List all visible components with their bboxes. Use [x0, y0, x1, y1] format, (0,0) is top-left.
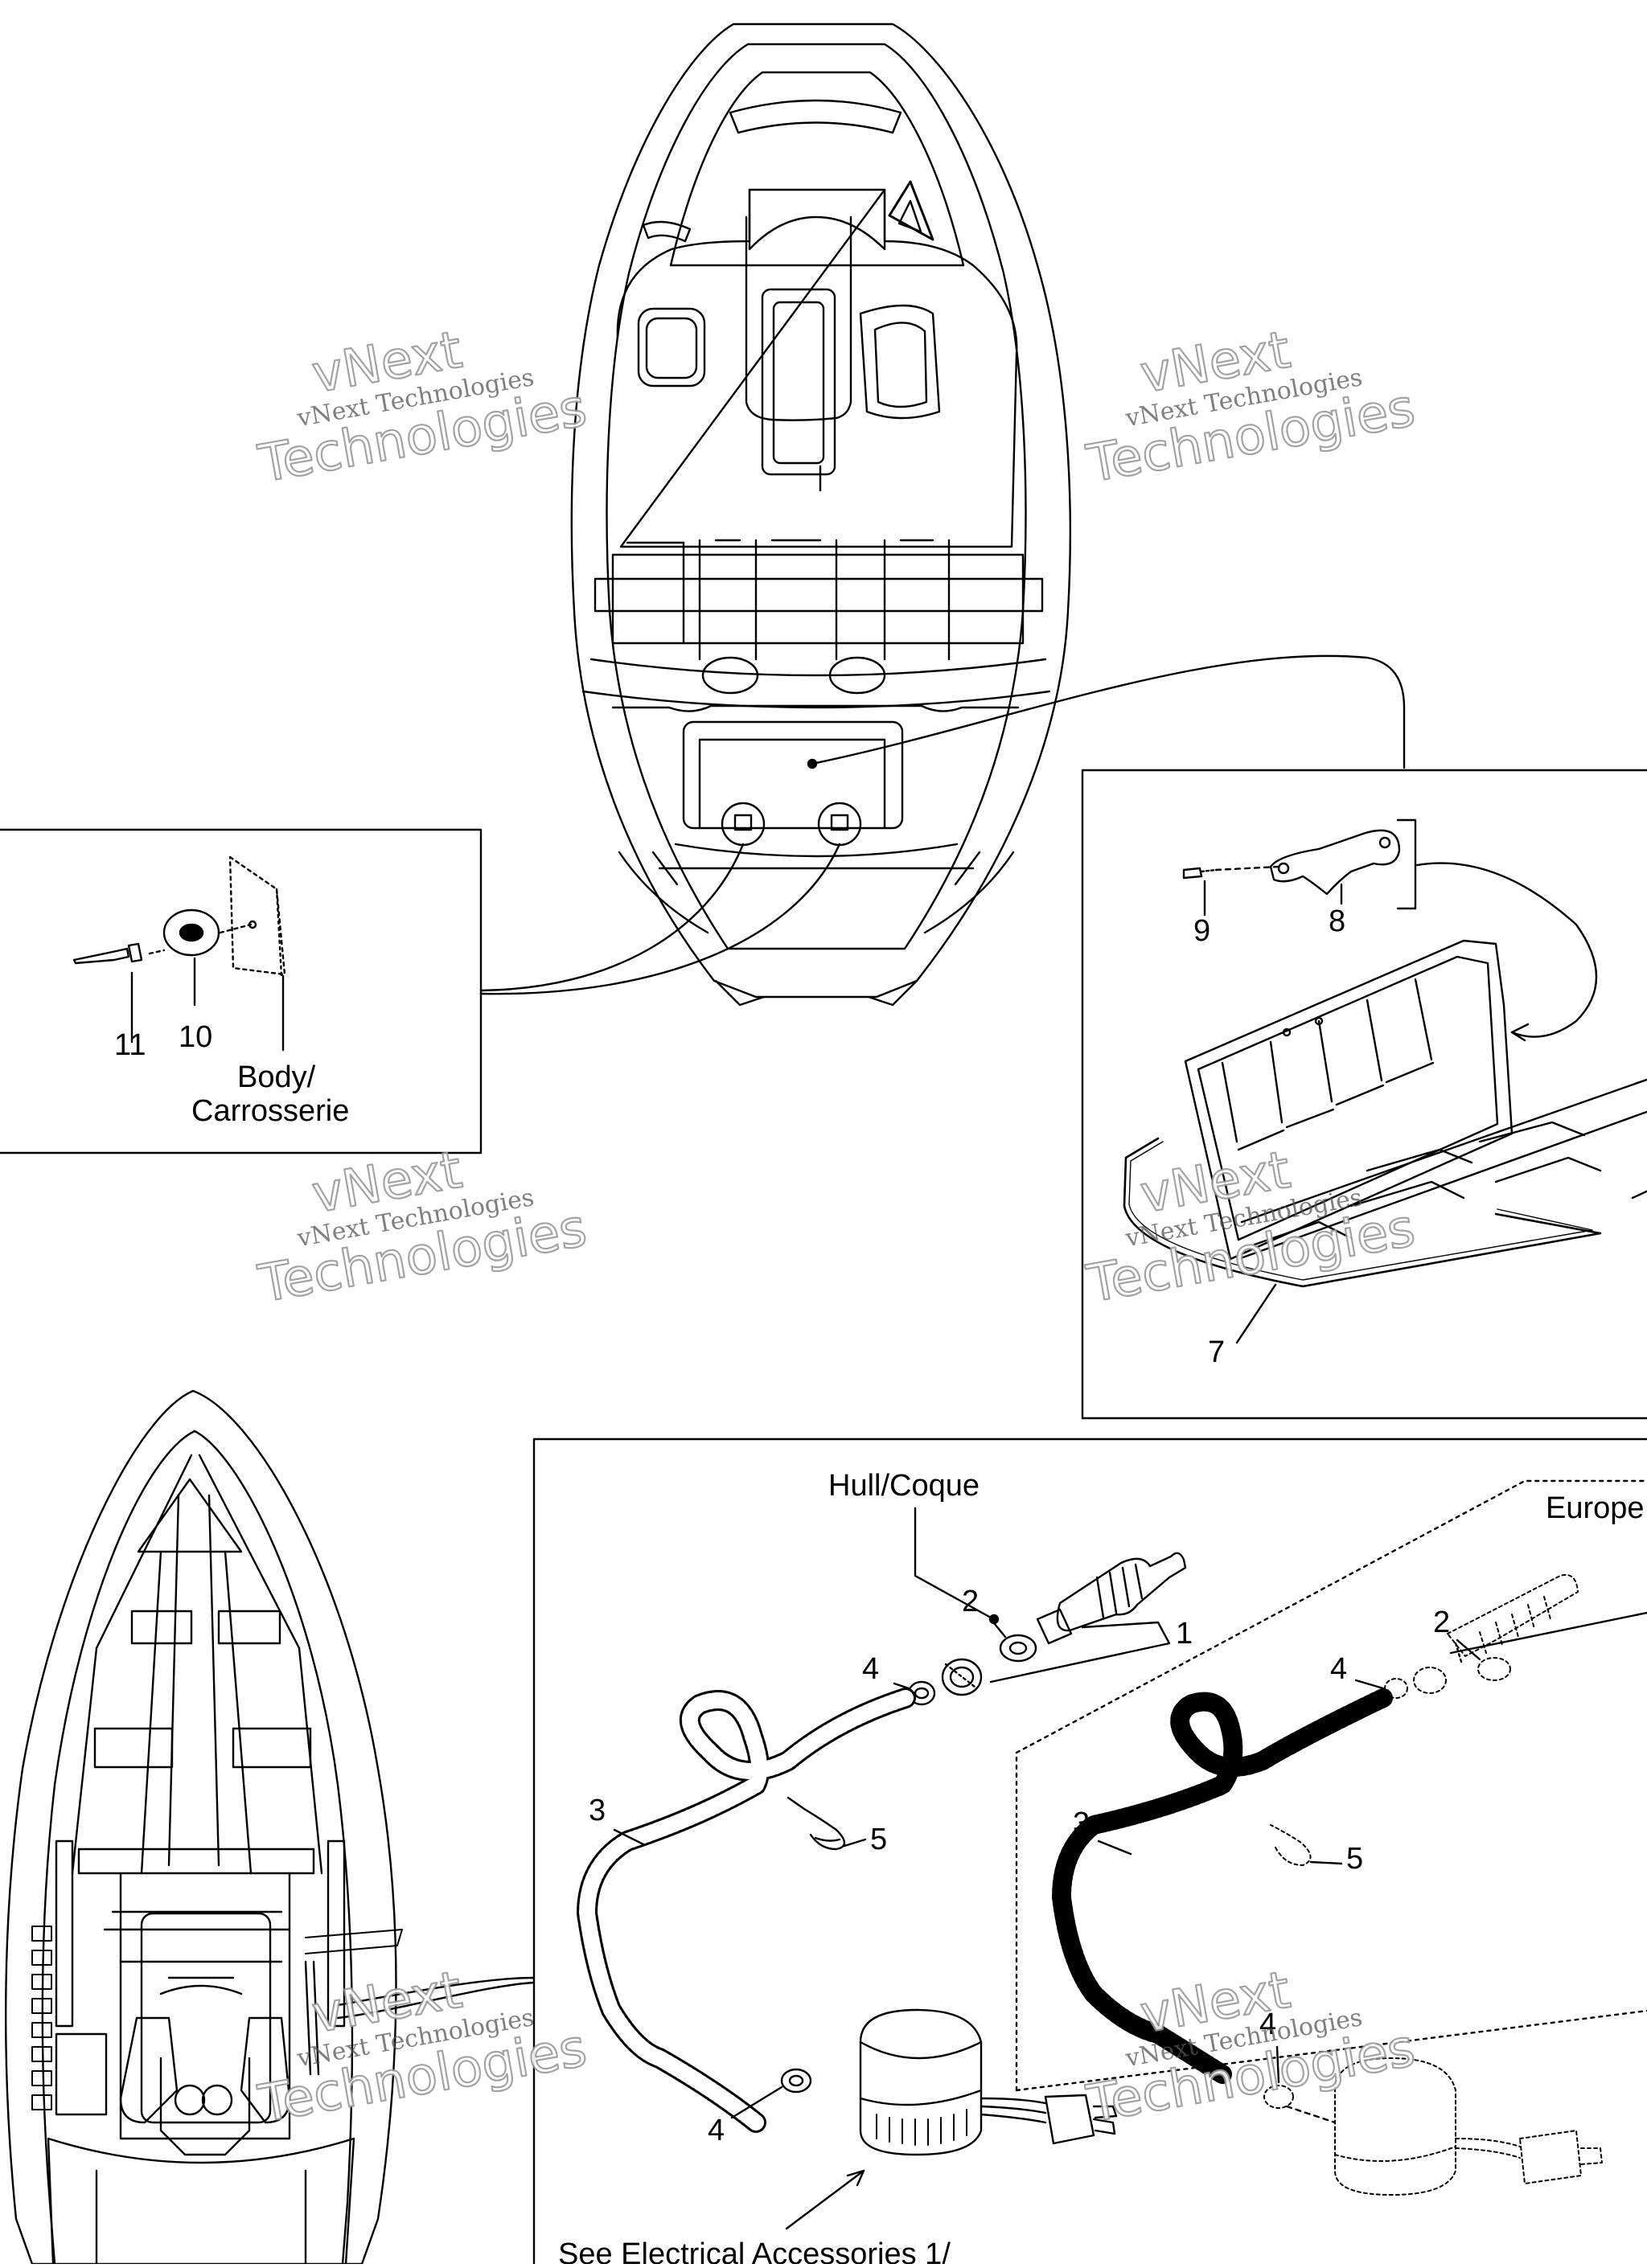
- watercraft-bottom-view: [5, 1389, 536, 2266]
- body-label: Body/: [237, 1060, 316, 1094]
- callout-europe-2: 2: [1433, 1606, 1450, 1639]
- bilge-pump-detail-box: Europe Hull/Coque 1 2 4 3 5: [532, 1437, 1647, 2268]
- see-electrical-label: See Electrical Accessories 1/: [558, 2237, 951, 2264]
- watermark-group-2: vNext vNext Technologies Technologies: [1082, 319, 1420, 495]
- watermark-group-1: vNext vNext Technologies Technologies: [253, 319, 592, 495]
- callout-main-2: 2: [962, 1585, 979, 1618]
- callout-11: 11: [114, 1028, 146, 1062]
- fastener-detail-box: 11 10 Body/ Carrosserie: [0, 828, 483, 1155]
- callout-9: 9: [1193, 914, 1210, 948]
- callout-main-3: 3: [589, 1794, 606, 1827]
- watermark-group-3: vNext vNext Technologies Technologies: [253, 1139, 592, 1315]
- hull-coque-label: Hull/Coque: [828, 1469, 980, 1503]
- watermark-group-6: vNext vNext Technologies Technologies: [1082, 1959, 1420, 2135]
- callout-main-1: 1: [1176, 1617, 1193, 1651]
- callout-europe-4a: 4: [1330, 1652, 1347, 1686]
- callout-7: 7: [1208, 1335, 1225, 1369]
- watermark-group-5: vNext vNext Technologies Technologies: [253, 1959, 592, 2135]
- storage-tray-detail-box: 9 8 7: [1081, 769, 1647, 1420]
- callout-europe-5: 5: [1346, 1842, 1363, 1876]
- callout-8: 8: [1329, 904, 1345, 938]
- callout-europe-3: 3: [1073, 1807, 1090, 1840]
- callout-10: 10: [179, 1020, 212, 1054]
- watermark-group-4: vNext vNext Technologies Technologies: [1082, 1139, 1420, 1315]
- callout-main-5: 5: [870, 1823, 887, 1856]
- callout-main-4a: 4: [862, 1652, 879, 1686]
- callout-main-4b: 4: [708, 2114, 725, 2147]
- carrosserie-label: Carrosserie: [191, 1094, 349, 1128]
- watercraft-top-view: [479, 23, 1406, 1007]
- europe-label: Europe: [1546, 1491, 1645, 1525]
- callout-europe-4b: 4: [1259, 2008, 1276, 2041]
